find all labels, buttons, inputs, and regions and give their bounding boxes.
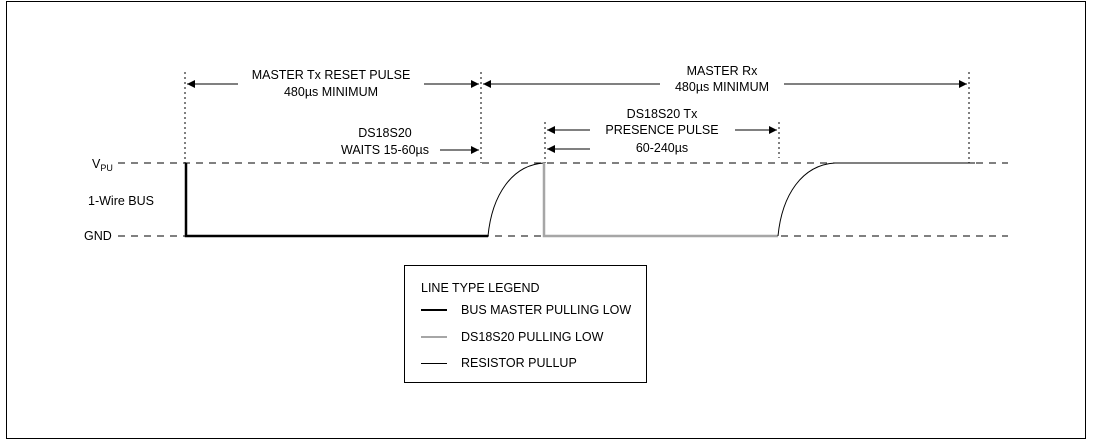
presence-subtitle: PRESENCE PULSE	[605, 123, 718, 137]
rx-duration: 480µs MINIMUM	[675, 80, 769, 94]
bus-master-low-trace	[184, 163, 488, 238]
reset-pulse-duration: 480µs MINIMUM	[284, 85, 378, 99]
thin-black-line-icon	[421, 362, 447, 364]
vpu-label: VPU	[92, 157, 113, 173]
gnd-label: GND	[84, 229, 112, 243]
pullup-curve-1	[487, 162, 545, 237]
ds18s20-low-trace	[542, 163, 778, 238]
legend-title: LINE TYPE LEGEND	[421, 281, 540, 295]
legend-item-ds18s20: DS18S20 PULLING LOW	[421, 329, 603, 345]
legend-item-label: BUS MASTER PULLING LOW	[461, 303, 632, 317]
legend-item-label: RESISTOR PULLUP	[461, 356, 577, 370]
legend-item-label: DS18S20 PULLING LOW	[461, 330, 604, 344]
thick-black-line-icon	[421, 309, 447, 311]
wait-duration: WAITS 15-60µs	[341, 143, 429, 157]
bus-label: 1-Wire BUS	[88, 194, 154, 208]
reset-pulse-title: MASTER Tx RESET PULSE	[252, 68, 411, 82]
legend-item-pullup: RESISTOR PULLUP	[421, 355, 577, 371]
diagram-frame	[6, 1, 1086, 439]
wait-title: DS18S20	[358, 126, 412, 140]
presence-title: DS18S20 Tx	[627, 107, 698, 121]
thick-gray-line-icon	[421, 336, 447, 338]
pullup-curve-2	[777, 162, 975, 237]
legend-item-bus-master: BUS MASTER PULLING LOW	[421, 302, 631, 318]
rx-title: MASTER Rx	[687, 64, 759, 78]
line-type-legend: LINE TYPE LEGEND BUS MASTER PULLING LOW …	[404, 265, 647, 383]
presence-duration: 60-240µs	[636, 141, 688, 155]
